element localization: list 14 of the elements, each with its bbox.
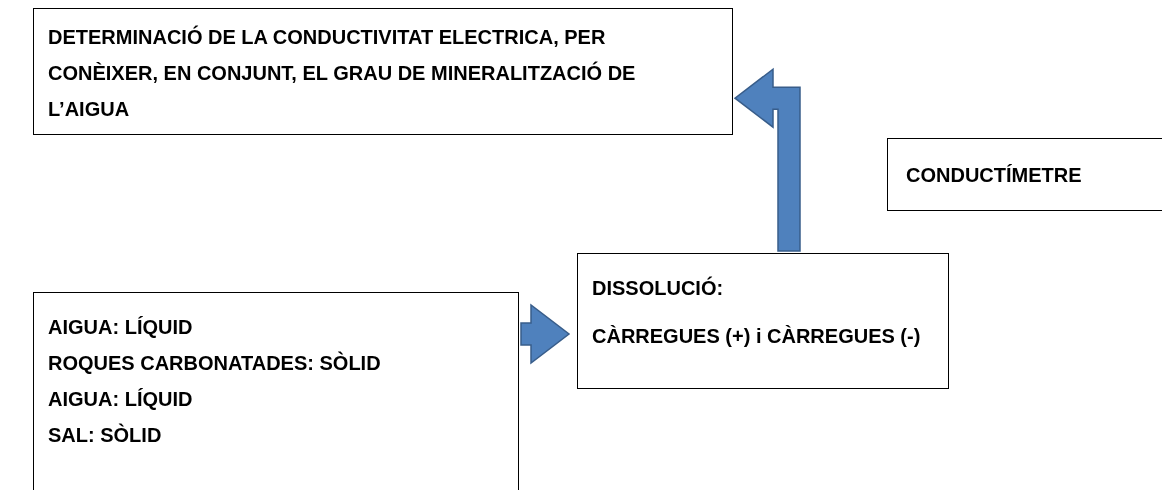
box-text: CÀRREGUES (+) i CÀRREGUES (-)	[592, 324, 922, 349]
box-text: ROQUES CARBONATADES: SÒLID	[48, 350, 382, 376]
block-arrow	[733, 67, 801, 252]
text-box	[33, 8, 733, 135]
box-text: AIGUA: LÍQUID	[48, 315, 194, 340]
box-text: DETERMINACIÓ DE LA CONDUCTIVITAT ELECTRICA, PER CONÈIXER, EN CONJUNT, EL GRAU DE MINERALITZACIÓ DE L’AIGUA	[48, 24, 637, 122]
box-text: CONDUCTÍMETRE	[906, 163, 1083, 188]
box-text: DISSOLUCIÓ:	[592, 275, 725, 301]
box-text: AIGUA: LÍQUID	[48, 387, 194, 412]
text-box	[33, 292, 519, 490]
box-text: SAL: SÒLID	[48, 422, 163, 448]
text-box	[887, 138, 1162, 211]
text-box	[577, 253, 949, 389]
block-arrow	[520, 303, 571, 365]
